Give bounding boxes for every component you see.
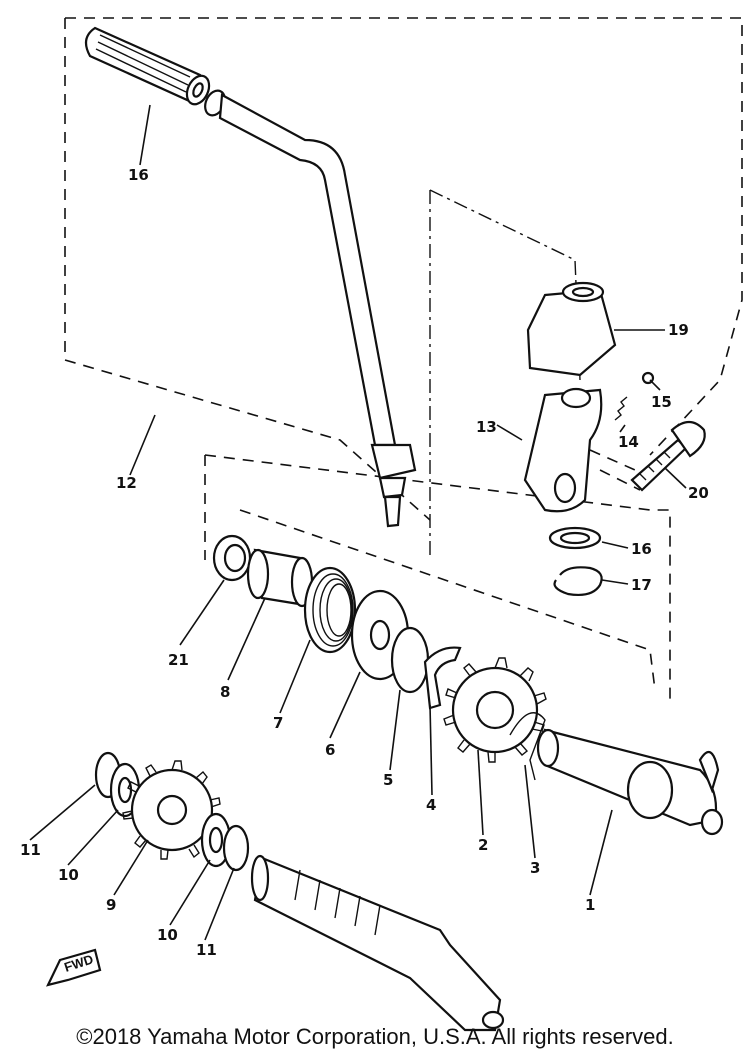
callout-11-right: 11 xyxy=(196,941,217,959)
callout-12: 12 xyxy=(116,474,137,492)
kick-boss xyxy=(523,387,603,513)
callout-1: 1 xyxy=(585,896,595,914)
gear-spring-clip xyxy=(509,712,546,781)
callout-16: 16 xyxy=(631,540,652,558)
torsion-spring xyxy=(303,566,357,654)
callout-13: 13 xyxy=(476,418,497,436)
washer-10-right-hole xyxy=(208,826,224,854)
callout-18: 16 xyxy=(128,166,149,184)
kick-grip xyxy=(84,26,211,106)
callout-10-right: 10 xyxy=(157,926,178,944)
callout-11-left: 11 xyxy=(20,841,41,859)
spring-group-outline-2 xyxy=(204,454,671,700)
collar xyxy=(246,548,314,608)
callout-10-left: 10 xyxy=(58,866,79,884)
kick-boss-cap xyxy=(526,281,617,377)
kick-gear xyxy=(443,657,547,763)
forward-direction-marker: FWD xyxy=(45,948,102,987)
callout-9: 9 xyxy=(106,896,116,914)
callout-21: 21 xyxy=(168,651,189,669)
callout-7: 7 xyxy=(273,714,283,732)
copyright-notice: ©2018 Yamaha Motor Corporation, U.S.A. A… xyxy=(76,1024,674,1049)
main-shaft xyxy=(250,854,505,1032)
callout-17: 17 xyxy=(631,576,652,594)
circlip-17 xyxy=(553,566,603,597)
kick-bolt xyxy=(630,420,706,492)
callout-8: 8 xyxy=(220,683,230,701)
circlip-11-right xyxy=(222,824,250,872)
callout-4: 4 xyxy=(426,796,436,814)
callout-3: 3 xyxy=(530,859,540,877)
detent-spring xyxy=(614,396,628,421)
kick-lever-group-outline xyxy=(65,17,743,456)
callout-19: 19 xyxy=(668,321,689,339)
circlip-5 xyxy=(390,626,430,694)
callout-15: 15 xyxy=(651,393,672,411)
callout-5: 5 xyxy=(383,771,393,789)
callout-14: 14 xyxy=(618,433,639,451)
idler-gear-9 xyxy=(122,760,221,860)
callout-6: 6 xyxy=(325,741,335,759)
callout-2: 2 xyxy=(478,836,488,854)
washer-16-hole xyxy=(559,531,591,545)
oil-seal xyxy=(212,534,252,582)
callout-20: 20 xyxy=(688,484,709,502)
kick-crank-arm xyxy=(204,89,417,528)
spring-group-outline-3 xyxy=(239,509,656,691)
kick-clip xyxy=(423,646,462,710)
kick-axle xyxy=(536,728,724,836)
washer-10-left-hole xyxy=(117,776,133,804)
